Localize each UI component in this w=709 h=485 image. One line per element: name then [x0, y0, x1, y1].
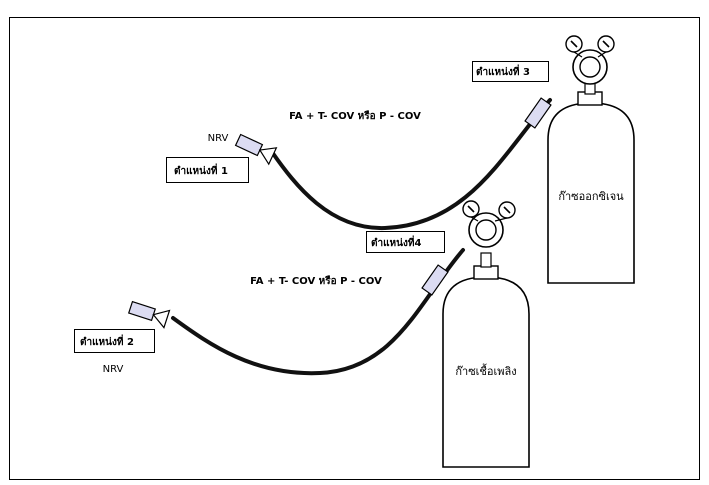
bottom-assembly: ตำแหน่งที่4 FA + T- COV หรือ P - COV ตำแ… [74, 200, 530, 468]
bottom-nrv-label: NRV [103, 364, 124, 375]
top-nrv-valve-icon [234, 133, 278, 166]
top-end-position-label: ตำแหน่งที่ 1 [174, 163, 228, 177]
top-position-label: ตำแหน่งที่ 3 [476, 64, 530, 78]
top-position-label-box [472, 61, 549, 82]
bottom-end-position-label-box [74, 329, 155, 353]
top-hose [270, 98, 552, 231]
top-assembly: ตำแหน่งที่ 3 FA + T- COV หรือ P - COV NR… [166, 35, 635, 284]
bottom-position-label-box [366, 231, 445, 253]
bottom-position-label: ตำแหน่งที่4 [371, 235, 421, 249]
top-end-position-label-box [166, 157, 249, 183]
top-hose-label: FA + T- COV หรือ P - COV [289, 110, 421, 122]
bottom-regulator-icon [462, 200, 516, 268]
bottom-cylinder-neck [473, 265, 499, 280]
bottom-fitting [421, 264, 449, 296]
top-cylinder-label: ก๊าซออกซิเจน [558, 190, 624, 203]
bottom-cylinder-label: ก๊าซเชื้อเพลิง [455, 363, 516, 378]
bottom-end-position-label: ตำแหน่งที่ 2 [80, 334, 134, 348]
bottom-nrv-valve-icon [127, 300, 171, 329]
top-fitting [524, 97, 552, 129]
top-nrv-label: NRV [208, 133, 229, 144]
bottom-hose [171, 248, 465, 376]
top-regulator-icon [565, 35, 615, 95]
bottom-hose-label: FA + T- COV หรือ P - COV [250, 275, 382, 287]
diagram-frame [9, 17, 700, 480]
